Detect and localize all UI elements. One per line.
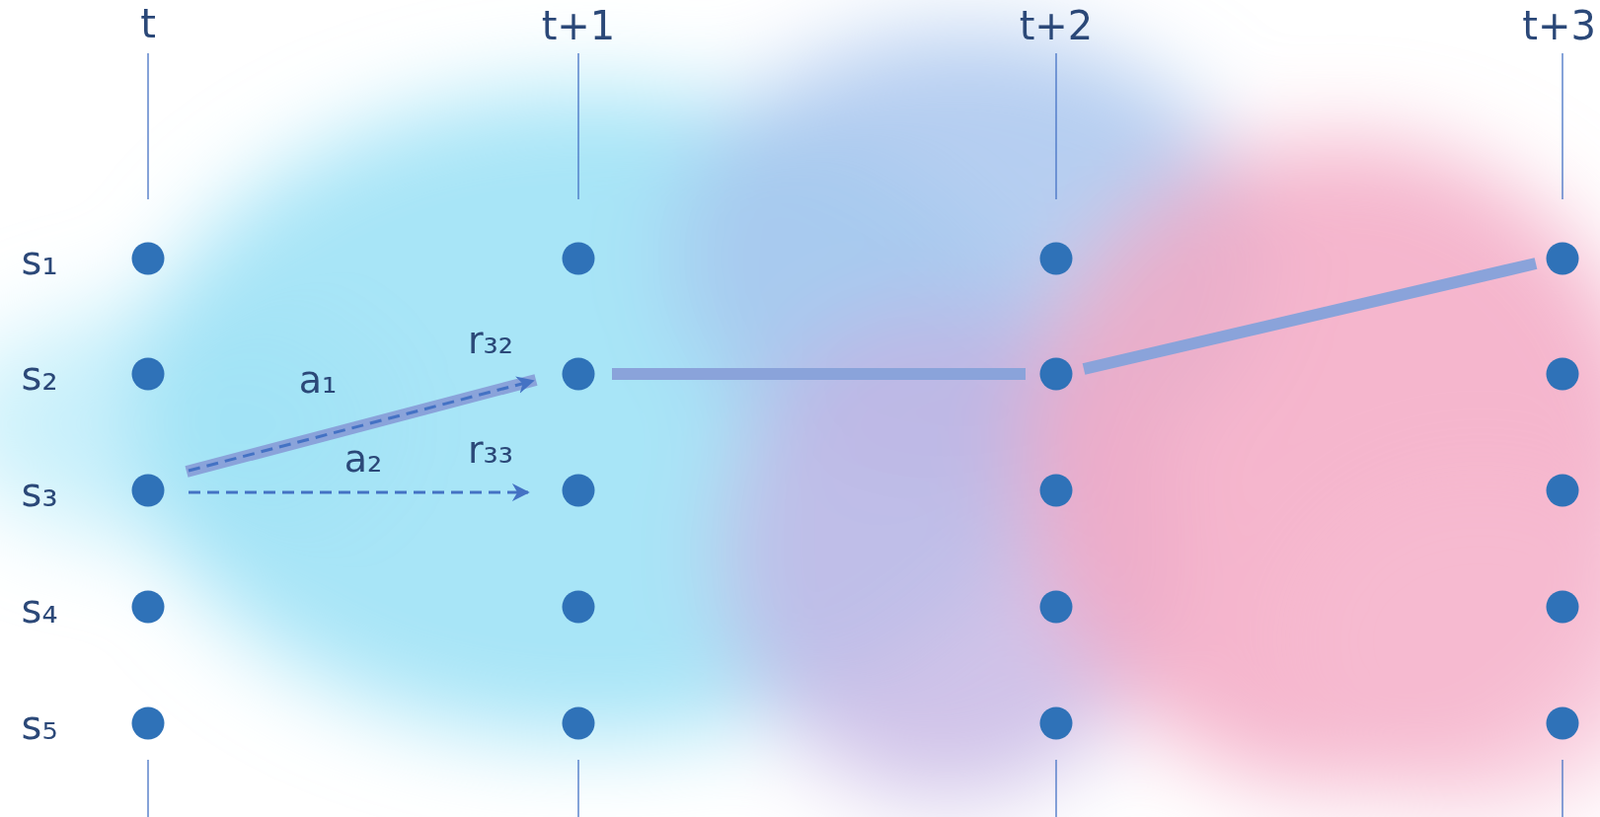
- state-label: s₃: [21, 470, 59, 515]
- state-dot: [1040, 707, 1073, 741]
- chosen-path-band: [611, 368, 1026, 381]
- state-dot: [562, 707, 596, 741]
- state-label: s₄: [21, 587, 59, 631]
- time-line: [147, 760, 149, 817]
- state-label: s₁: [21, 238, 59, 283]
- time-line: [1561, 760, 1563, 817]
- state-dot: [1040, 358, 1073, 391]
- time-line: [1055, 760, 1057, 817]
- state-dot: [1546, 707, 1580, 741]
- time-line: [1055, 53, 1057, 200]
- action-label: a₂: [344, 439, 383, 481]
- state-dot: [562, 591, 596, 624]
- time-line: [577, 53, 579, 200]
- state-dot: [132, 707, 165, 741]
- time-line: [1561, 53, 1563, 200]
- state-dot: [132, 474, 165, 508]
- state-label: s₅: [21, 703, 59, 748]
- state-label: s₂: [21, 354, 59, 398]
- reward-label: r₃₂: [467, 320, 514, 363]
- time-label: t+3: [1522, 3, 1597, 48]
- time-line: [577, 760, 579, 817]
- state-dot: [1546, 591, 1580, 624]
- state-dot: [132, 591, 165, 624]
- action-arrow: [188, 491, 529, 495]
- state-dot: [1040, 474, 1073, 508]
- state-dot: [1040, 591, 1073, 624]
- chosen-path-band: [1083, 263, 1536, 370]
- time-label: t+2: [1019, 3, 1094, 48]
- reward-label: r₃₃: [467, 430, 514, 472]
- state-dot: [132, 358, 165, 391]
- smoke-background: [0, 29, 1600, 810]
- state-dot: [562, 474, 596, 508]
- time-label: t: [140, 1, 156, 46]
- state-dot: [1040, 242, 1073, 276]
- state-dot: [1546, 242, 1580, 276]
- state-dot: [562, 242, 596, 276]
- smoke-pink: [1283, 473, 1600, 810]
- state-dot: [132, 242, 165, 276]
- action-label: a₁: [299, 360, 338, 402]
- time-label: t+1: [541, 3, 616, 48]
- state-dot: [1546, 474, 1580, 508]
- state-dot: [562, 358, 596, 391]
- state-dot: [1546, 358, 1580, 391]
- time-line: [147, 53, 149, 200]
